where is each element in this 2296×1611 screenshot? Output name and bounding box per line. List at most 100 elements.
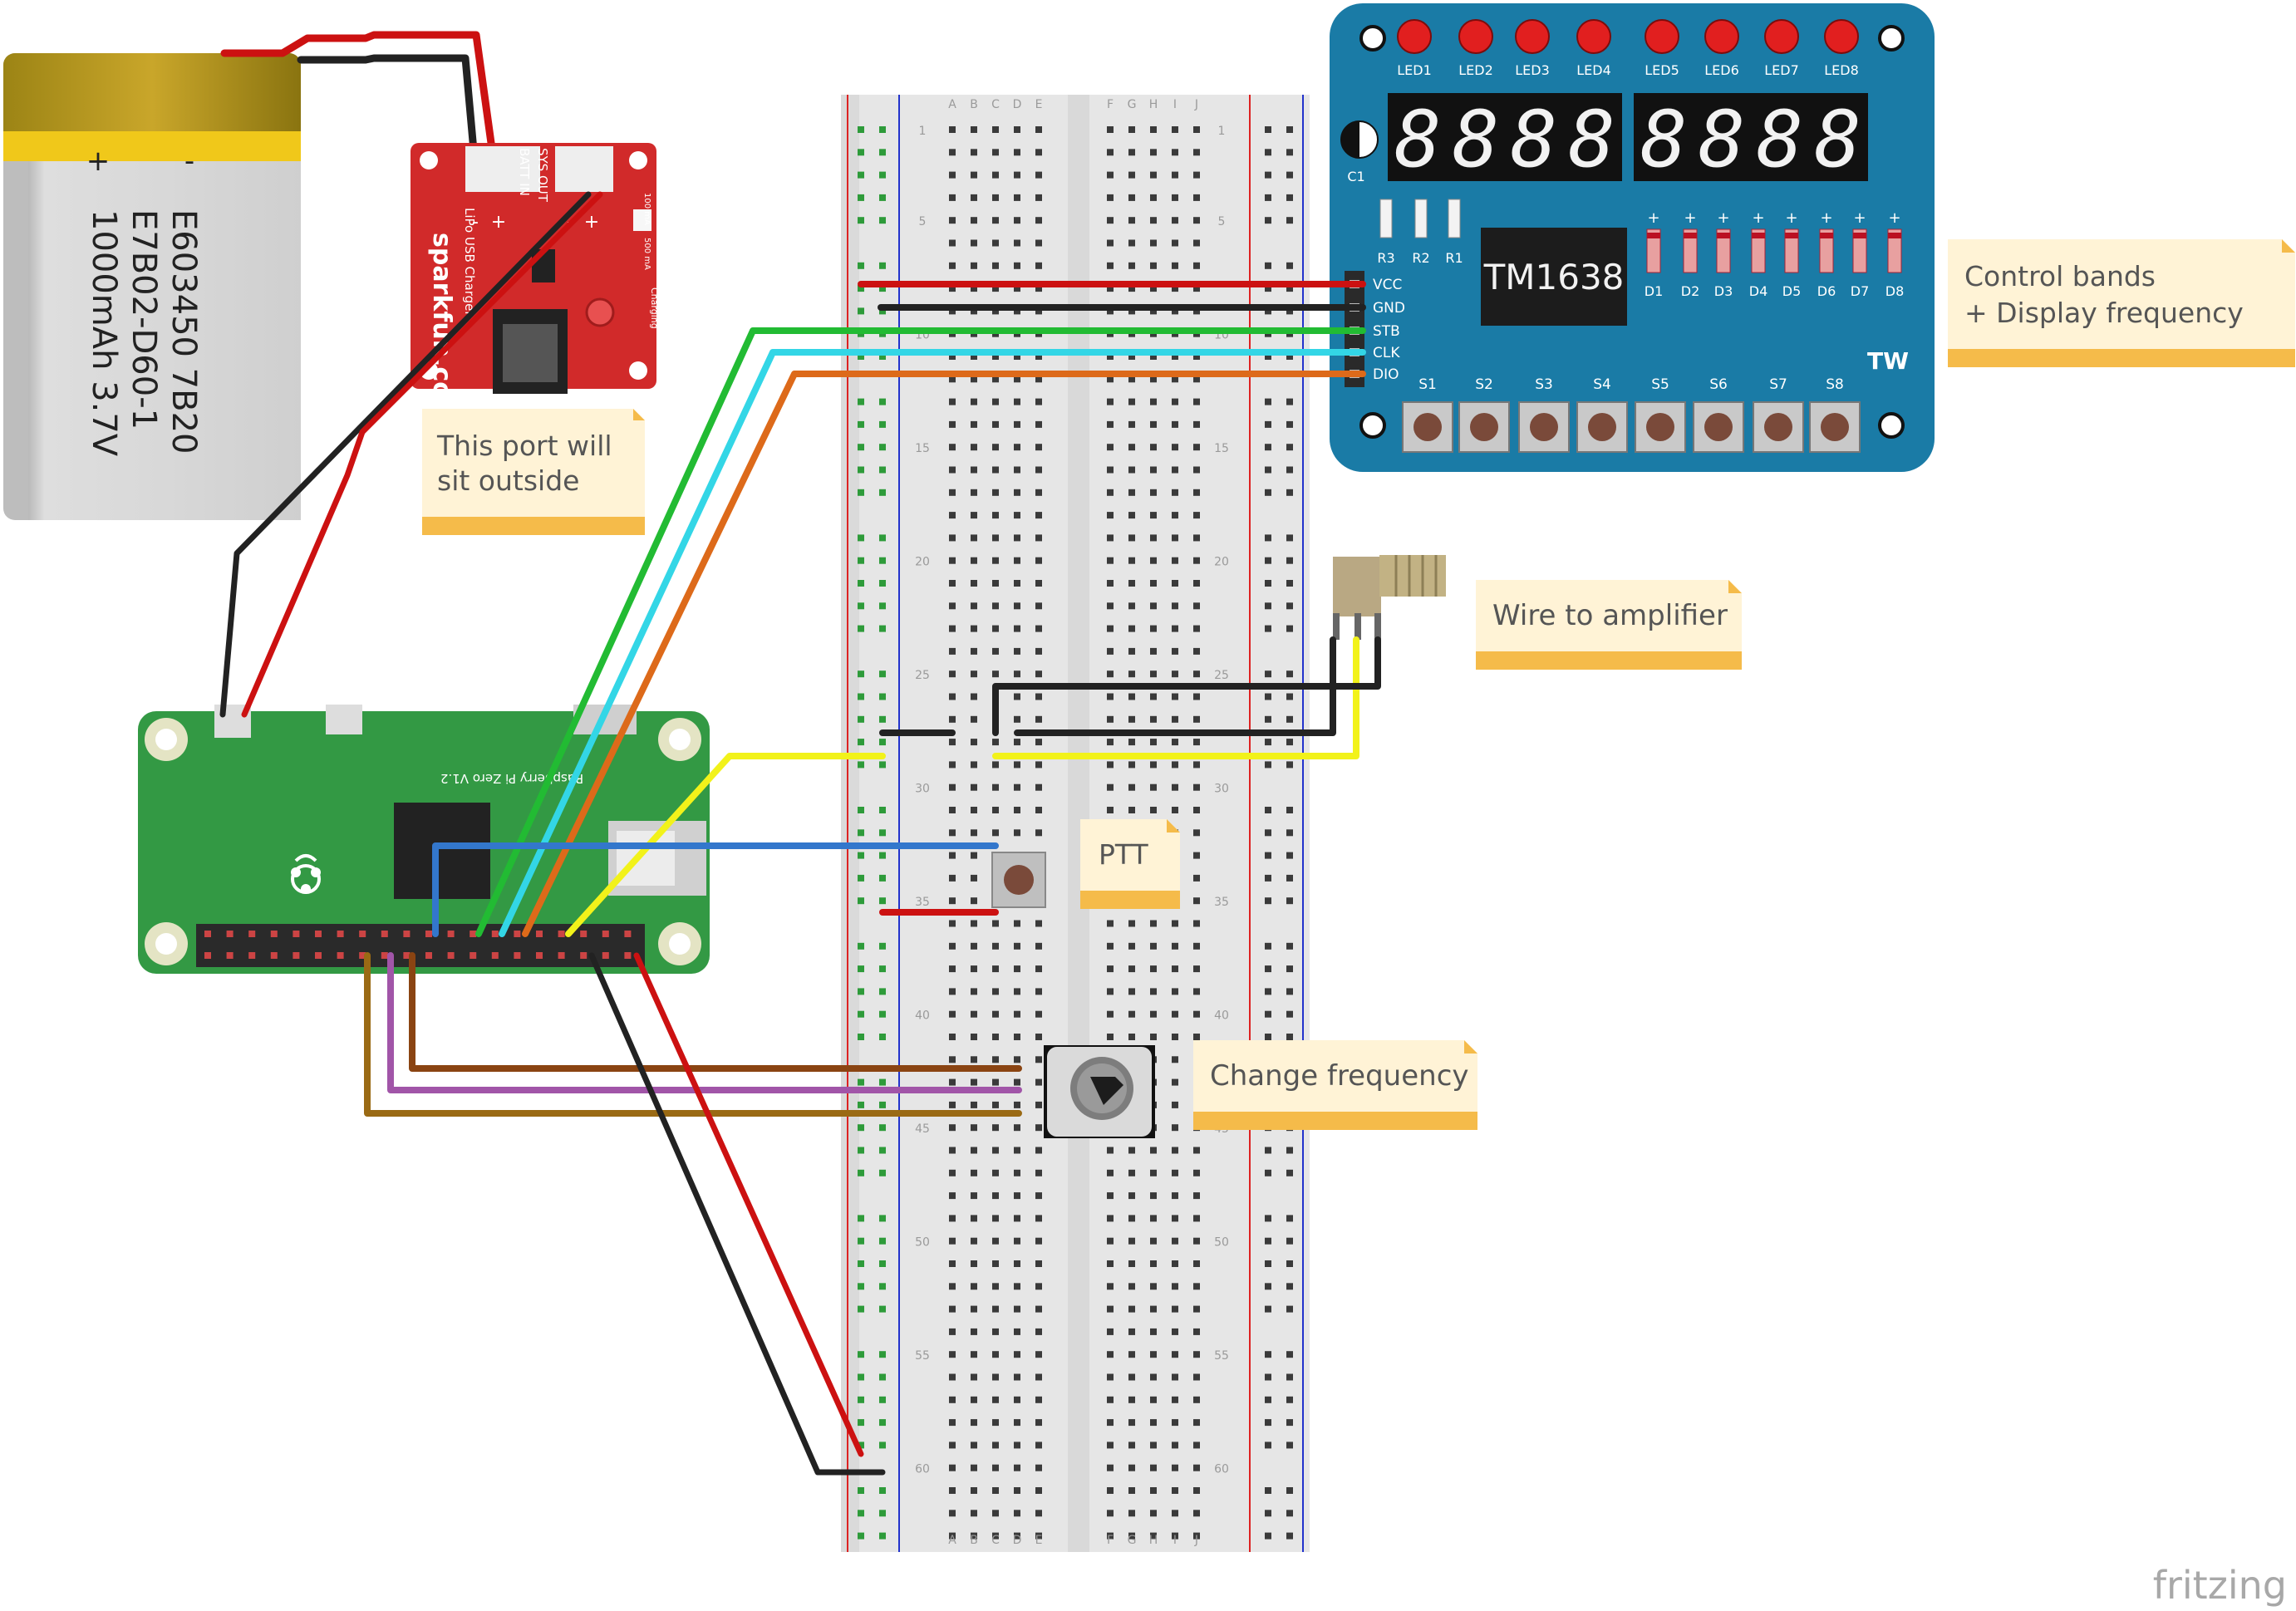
tm1638-diode-band [1853, 233, 1866, 238]
bb-hole [1035, 1419, 1042, 1427]
bb-hole [1014, 783, 1020, 791]
bb-hole [949, 670, 956, 678]
gpio-pin [602, 931, 609, 937]
bb-hole [1150, 1396, 1157, 1403]
bb-rail-hole [1265, 489, 1271, 496]
bb-row-label: 20 [915, 556, 930, 569]
bb-rail-hole [858, 1373, 864, 1381]
bb-hole [1035, 126, 1042, 133]
bb-hole [1193, 534, 1200, 542]
bb-hole [1172, 739, 1178, 746]
tm1638-led-label: LED3 [1515, 62, 1550, 78]
bb-hole [1128, 1305, 1135, 1313]
bb-hole [1128, 1215, 1135, 1222]
bb-hole [1193, 307, 1200, 315]
bb-hole [1150, 1010, 1157, 1018]
bb-rail-hole [1286, 739, 1293, 746]
bb-rail-hole [879, 1215, 886, 1222]
bb-hole [971, 852, 977, 859]
bb-hole [1107, 783, 1114, 791]
bb-rail-hole [858, 602, 864, 610]
bb-rail-hole [858, 1237, 864, 1245]
tm1638-switch-cap [1588, 413, 1616, 441]
bb-hole [992, 1147, 999, 1154]
bb-rail-hole [1286, 715, 1293, 723]
bb-rail-hole [1286, 897, 1293, 905]
bb-rail-hole [858, 1442, 864, 1449]
bb-hole [1172, 920, 1178, 927]
bb-rail-hole [858, 534, 864, 542]
bb-rail-hole [858, 988, 864, 995]
note-port-outside-line2: sit outside [437, 464, 579, 497]
lipo-usb-charger: sparkfun.com LiPo USB Charger SYS OUT BA… [411, 143, 660, 425]
bb-hole [992, 1237, 999, 1245]
bb-rail-hole [879, 1101, 886, 1108]
bb-rail-hole [1286, 988, 1293, 995]
bb-hole [971, 920, 977, 927]
bb-hole [949, 783, 956, 791]
tm1638-switch-cap [1413, 413, 1442, 441]
charger-mount-hole-br [629, 361, 647, 380]
bb-hole [1014, 693, 1020, 700]
bb-hole [971, 1237, 977, 1245]
bb-hole [1014, 988, 1020, 995]
bb-hole [1172, 1034, 1178, 1040]
bb-hole [992, 965, 999, 973]
bb-hole [1014, 534, 1020, 542]
bb-row-label: 1 [1218, 125, 1226, 138]
bb-hole [1193, 1034, 1200, 1040]
bb-hole [971, 466, 977, 474]
bb-hole [992, 647, 999, 655]
bb-hole [971, 489, 977, 496]
bb-hole [1193, 1260, 1200, 1267]
bb-hole [1172, 1124, 1178, 1132]
bb-rail-hole [858, 420, 864, 428]
bb-hole [1150, 171, 1157, 179]
bb-hole [1128, 1010, 1135, 1018]
bb-row-label: 20 [1214, 556, 1229, 569]
bb-hole [949, 1260, 956, 1267]
bb-rail-hole [879, 739, 886, 746]
bb-hole [949, 376, 956, 383]
bb-hole [1107, 761, 1114, 769]
bb-rail-hole [1286, 557, 1293, 564]
note-port-outside: This port will sit outside [422, 409, 645, 535]
bb-rail-hole [1265, 398, 1271, 405]
gpio-pin [359, 931, 366, 937]
bb-hole [1128, 761, 1135, 769]
bb-hole [1014, 1373, 1020, 1381]
bb-hole [971, 1328, 977, 1335]
bb-hole [971, 1351, 977, 1358]
bb-hole [1193, 262, 1200, 269]
bb-hole [971, 217, 977, 224]
bb-rail-hole [879, 761, 886, 769]
note-wire-amp-bar [1476, 651, 1742, 670]
bb-rail-hole [1265, 1034, 1271, 1040]
bb-hole [1172, 1328, 1178, 1335]
bb-hole [971, 829, 977, 837]
bb-hole [1172, 489, 1178, 496]
bb-hole [1014, 262, 1020, 269]
bb-rail-hole [1265, 444, 1271, 451]
bb-rail-hole [879, 126, 886, 133]
bb-hole [1128, 670, 1135, 678]
bb-col-label: D [1013, 98, 1022, 111]
bb-hole [1150, 1373, 1157, 1381]
gpio-pin [226, 952, 234, 959]
bb-hole [971, 376, 977, 383]
bb-hole [1035, 1351, 1042, 1358]
bb-rail-hole [858, 807, 864, 813]
bb-hole [1193, 1169, 1200, 1176]
bb-hole [1172, 1487, 1178, 1494]
battery-black-lead [297, 54, 482, 201]
bb-hole [1193, 1396, 1200, 1403]
bb-hole [1107, 126, 1114, 133]
bb-hole [1193, 942, 1200, 950]
bb-hole [1150, 1464, 1157, 1471]
bb-hole [992, 376, 999, 383]
bb-hole [1035, 1124, 1042, 1132]
bb-hole [1193, 1464, 1200, 1471]
bb-hole [1172, 1078, 1178, 1086]
pi-mount-hole-tr-inner [669, 729, 691, 750]
wire-pi-to-bb-yellow [565, 753, 886, 937]
